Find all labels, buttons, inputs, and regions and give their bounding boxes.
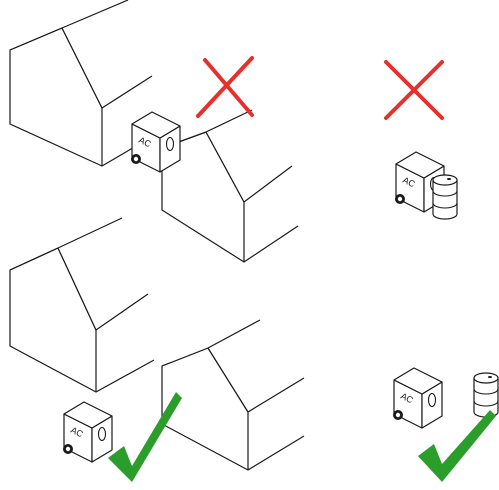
ac-unit: AC (392, 367, 443, 429)
panel-bottom-right: AC (392, 367, 499, 482)
ac-unit: AC (394, 151, 445, 213)
checkmark-icon (418, 410, 496, 482)
building-front (161, 319, 305, 471)
panel-bottom-left: AC (9, 217, 305, 482)
barrel (432, 174, 458, 220)
cross-icon (196, 56, 254, 118)
ac-unit: AC (62, 401, 113, 463)
checkmark-icon (108, 392, 182, 482)
building-back (9, 217, 155, 393)
building-back (9, 0, 161, 167)
building-front (161, 109, 299, 263)
panel-top-right: AC (384, 60, 458, 220)
panel-top-left: AC (9, 0, 299, 263)
ac-unit: AC (130, 111, 181, 173)
barrel (473, 372, 499, 418)
cross-icon (384, 60, 444, 120)
